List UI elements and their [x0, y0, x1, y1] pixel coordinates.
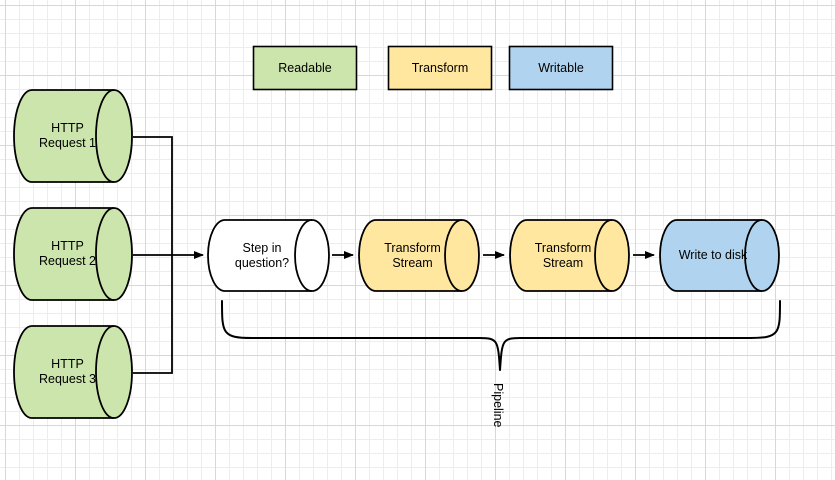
legend-group: [252, 45, 614, 91]
connector-request-3: [133, 255, 173, 374]
connector-group: [133, 136, 204, 374]
cylinder-body-step: [207, 219, 330, 292]
cylinder-body-transform-2: [509, 219, 630, 292]
brace-path: [221, 300, 781, 371]
connector-request-1: [133, 136, 173, 255]
node-http-request-2[interactable]: [13, 207, 133, 301]
cylinder-cap-request-3: [95, 325, 115, 419]
node-write-to-disk[interactable]: [659, 219, 780, 292]
cylinder-cap-transform-2: [594, 219, 613, 292]
pipeline-brace: [221, 300, 781, 371]
cylinder-body-request-3: [13, 325, 133, 419]
legend-swatch-writable: [508, 45, 614, 91]
cylinder-cap-request-1: [95, 89, 115, 183]
cylinder-cap-transform-1: [444, 219, 463, 292]
cylinder-body-write: [659, 219, 780, 292]
legend-swatch-transform: [387, 45, 493, 91]
node-transform-stream-1[interactable]: [358, 219, 480, 292]
node-step-in-question[interactable]: [207, 219, 330, 292]
legend-swatch-readable: [252, 45, 358, 91]
node-http-request-3[interactable]: [13, 325, 133, 419]
cylinder-cap-write: [744, 219, 763, 292]
cylinder-cap-step: [294, 219, 313, 292]
cylinder-body-request-2: [13, 207, 133, 301]
cylinder-cap-request-2: [95, 207, 115, 301]
cylinder-body-transform-1: [358, 219, 480, 292]
node-transform-stream-2[interactable]: [509, 219, 630, 292]
node-http-request-1[interactable]: [13, 89, 133, 183]
cylinder-body-request-1: [13, 89, 133, 183]
